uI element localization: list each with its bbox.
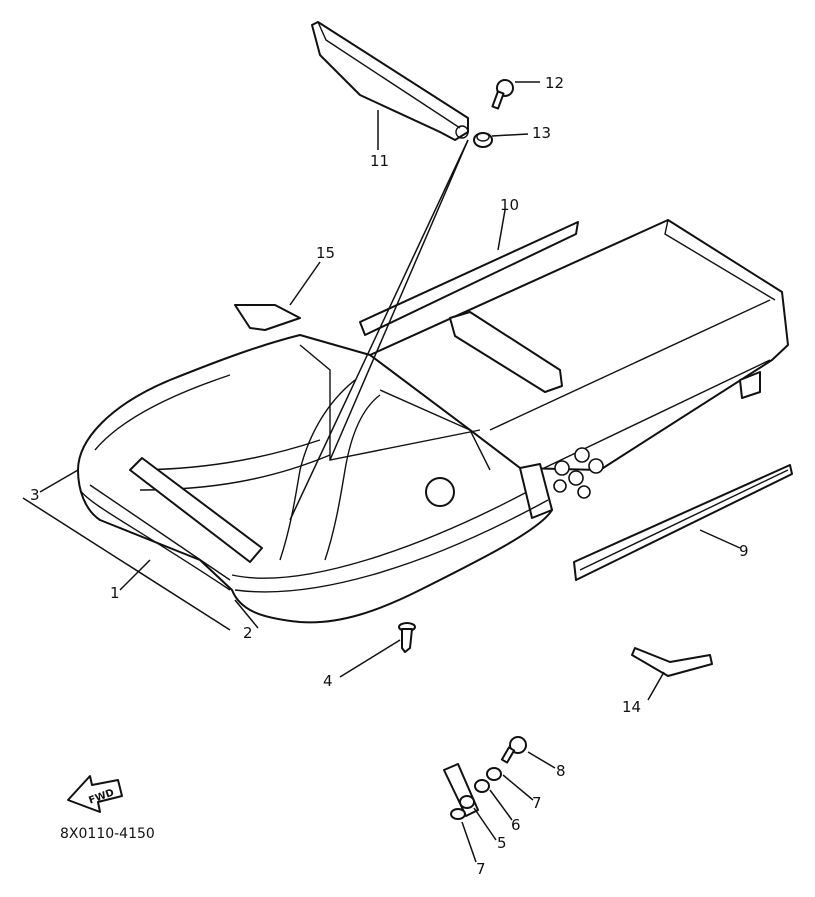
callout-7-lower: 7 bbox=[476, 860, 486, 878]
part-1-body-frame bbox=[369, 219, 789, 499]
part-5-plate bbox=[443, 763, 479, 817]
callout-5: 5 bbox=[497, 834, 507, 852]
part-6-collar bbox=[474, 779, 490, 793]
part-4-push-rivet bbox=[398, 622, 416, 653]
part-7-washer-lower bbox=[450, 808, 466, 820]
part-12-bolt bbox=[491, 79, 514, 110]
callout-11: 11 bbox=[370, 152, 389, 170]
callout-6: 6 bbox=[511, 816, 521, 834]
part-11-cover bbox=[311, 21, 469, 141]
part-1-bottom-pan bbox=[77, 334, 553, 624]
part-13-collar bbox=[473, 132, 493, 148]
callout-10: 10 bbox=[500, 196, 519, 214]
drawing-code: 8X0110-4150 bbox=[60, 826, 155, 842]
callout-12: 12 bbox=[545, 74, 564, 92]
callout-2: 2 bbox=[243, 624, 253, 642]
callout-13: 13 bbox=[532, 124, 551, 142]
callout-14: 14 bbox=[622, 698, 641, 716]
callout-8: 8 bbox=[556, 762, 566, 780]
part-8-bolt bbox=[500, 736, 527, 764]
forward-arrow-icon: FWD bbox=[67, 775, 123, 813]
part-9-step-strip bbox=[573, 464, 793, 581]
part-2-front-edge bbox=[79, 489, 231, 591]
leader-lines bbox=[22, 81, 741, 863]
part-7-washer-upper bbox=[486, 767, 502, 781]
part-14-angle-bracket bbox=[631, 647, 713, 677]
callout-9: 9 bbox=[739, 542, 749, 560]
callout-15: 15 bbox=[316, 244, 335, 262]
part-15-bracket bbox=[234, 304, 301, 331]
callout-1: 1 bbox=[110, 584, 120, 602]
callout-4: 4 bbox=[323, 672, 333, 690]
part-10-strip bbox=[359, 221, 579, 336]
callout-3: 3 bbox=[30, 486, 40, 504]
callout-7-upper: 7 bbox=[532, 794, 542, 812]
